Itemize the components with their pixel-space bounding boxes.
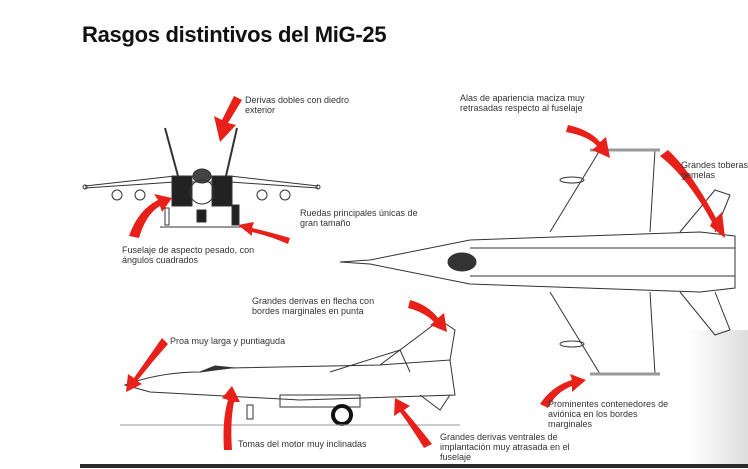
callout-line: aviónica en los bordes [548, 409, 638, 419]
callout-line: marginales [548, 419, 593, 429]
callout-nozzles: Grandes toberas gemelas [681, 160, 748, 180]
scan-shading [688, 330, 748, 465]
bottom-rule [80, 464, 748, 468]
callout-avionics-pods: Prominentes contenedores de aviónica en … [548, 399, 668, 429]
callout-line: bordes marginales en punta [252, 306, 364, 316]
callout-line: Tomas del motor muy inclinadas [238, 439, 367, 449]
arrow-fuselage [129, 194, 172, 238]
callout-twin-fins: Derivas dobles con diedro exterior [245, 95, 349, 115]
arrow-nose [126, 338, 168, 392]
callout-line: Grandes toberas [681, 160, 748, 170]
callout-line: implantación muy atrasada en el [440, 442, 570, 452]
callout-line: retrasadas respecto al fuselaje [460, 103, 583, 113]
callout-line: Fuselaje de aspecto pesado, con [122, 245, 255, 255]
callout-line: gemelas [681, 170, 716, 180]
callout-line: Grandes derivas en flecha con [252, 296, 375, 306]
arrow-ventral-fins [394, 398, 432, 448]
callout-line: Prominentes contenedores de [548, 399, 669, 409]
callout-line: Derivas dobles con diedro [245, 95, 350, 105]
callout-line: fuselaje [440, 452, 472, 462]
callout-line: Alas de apariencia maciza muy [460, 93, 585, 103]
arrow-swept-fins [408, 300, 447, 332]
callout-line: Ruedas principales únicas de [300, 208, 418, 218]
arrow-nozzles [660, 150, 725, 238]
callout-intakes: Tomas del motor muy inclinadas [238, 439, 367, 449]
callout-ventral-fins: Grandes derivas ventrales de implantació… [440, 432, 570, 462]
callout-fuselage: Fuselaje de aspecto pesado, con ángulos … [122, 245, 254, 265]
arrow-main-wheels [238, 222, 290, 244]
callout-line: Grandes derivas ventrales de [440, 432, 558, 442]
arrow-avionics-pods [540, 374, 586, 408]
callout-line: exterior [245, 105, 276, 115]
arrow-intakes [222, 386, 240, 450]
front-view-aircraft [82, 127, 321, 228]
arrow-twin-fins [214, 96, 242, 142]
callout-line: ángulos cuadrados [122, 255, 199, 265]
side-view-aircraft [120, 319, 460, 426]
callout-main-wheels: Ruedas principales únicas de gran tamaño [300, 208, 418, 228]
callout-swept-fins: Grandes derivas en flecha con bordes mar… [252, 296, 374, 316]
callout-wings: Alas de apariencia maciza muy retrasadas… [460, 93, 585, 113]
page-title: Rasgos distintivos del MiG-25 [82, 22, 387, 47]
callout-line: Proa muy larga y puntiaguda [170, 336, 286, 346]
callout-line: gran tamaño [300, 218, 351, 228]
top-view-aircraft [339, 148, 736, 376]
arrow-wings [566, 125, 610, 158]
callout-nose: Proa muy larga y puntiaguda [170, 336, 285, 346]
